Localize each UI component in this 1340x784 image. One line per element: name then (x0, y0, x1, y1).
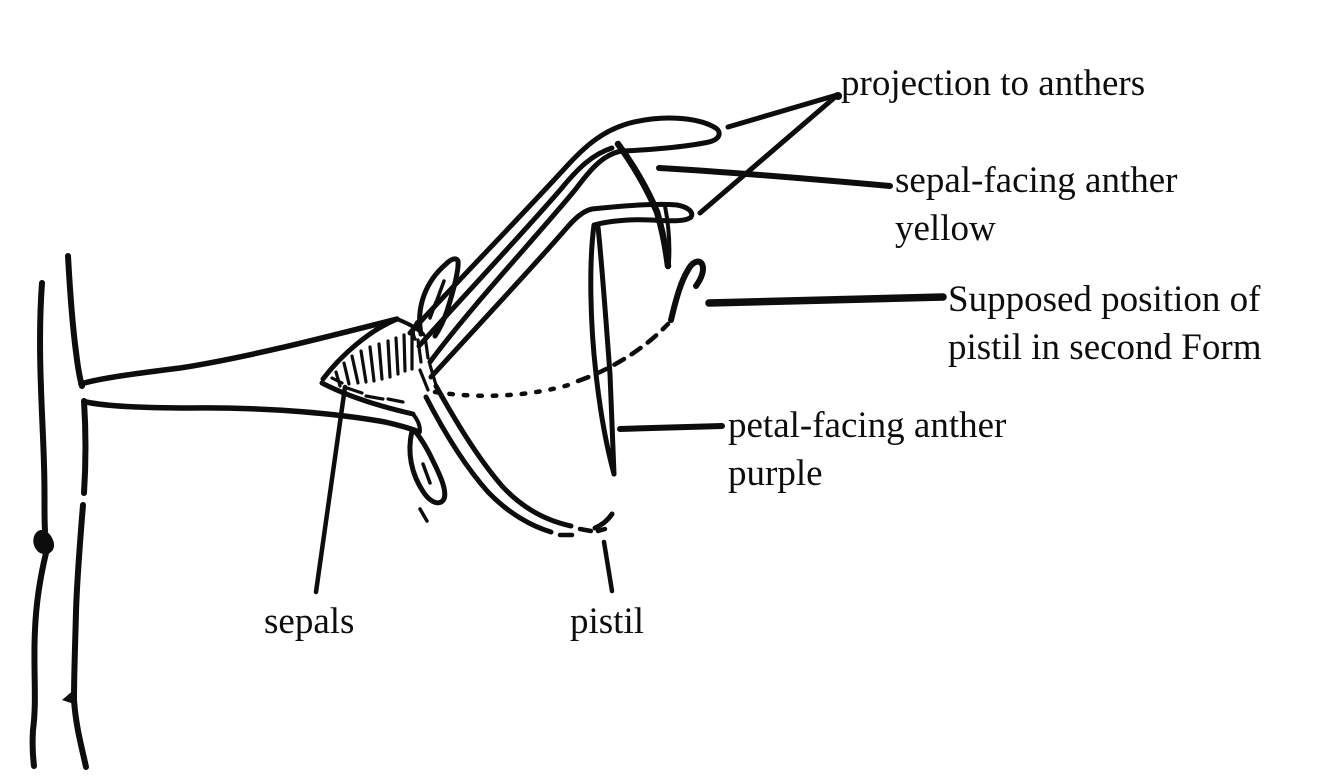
leader-pistil (601, 539, 615, 594)
pedicel-lower-line (83, 399, 422, 435)
pistil-second-form-dotted-arc (432, 381, 575, 399)
label-sepals: sepals (264, 601, 355, 642)
upper-hook-return-and-inner-wall (427, 124, 722, 365)
lower-bud (407, 427, 448, 506)
pistil-upper-line (433, 383, 574, 529)
stem-barb (62, 688, 77, 705)
leader-projection-upper (725, 92, 840, 130)
calyx-lower-edge (319, 380, 416, 417)
pistil-second-form (432, 258, 707, 399)
calyx-sepals (319, 316, 438, 433)
petal-anther-blade-right-edge (595, 224, 617, 477)
label-petal-facing-anther-line1: petal-facing anther (728, 405, 1007, 446)
pedicel-upper-line (78, 316, 400, 387)
buds (407, 256, 461, 523)
leader-sepals (313, 384, 348, 595)
stem-right-line-lower (71, 502, 89, 770)
label-petal-facing-anther-line2: purple (728, 453, 823, 494)
tube-outer-wall-and-upper-hook (407, 115, 717, 336)
label-supposed-position-line2: pistil in second Form (948, 327, 1262, 368)
stem-right-line-mid (81, 398, 89, 496)
pistil-tip-dashes (557, 526, 608, 538)
label-supposed-position: Supposed position of pistil in second Fo… (948, 276, 1261, 372)
stem-left-line (37, 280, 48, 534)
upper-bud-marks (411, 279, 446, 341)
pistil-tip-tick (592, 511, 615, 531)
leader-petal-facing (617, 423, 725, 432)
leader-projection-lower (697, 95, 837, 216)
pistil-second-form-hook-tip (668, 258, 707, 323)
label-pistil: pistil (570, 601, 645, 642)
petal-facing-anther (595, 224, 617, 477)
upper-bud (417, 256, 461, 339)
stem-knot (33, 530, 55, 555)
sepal-anther-blade (614, 140, 672, 270)
tube-right-wall-and-lower-hook (428, 201, 695, 477)
label-petal-facing-anther: petal-facing anther purple (728, 402, 1006, 498)
sepal-facing-anther (614, 140, 672, 270)
leader-projection-vertex (834, 92, 842, 100)
leader-lines (313, 92, 947, 595)
sepal-anther-edge (663, 204, 672, 264)
leader-supposed-position (705, 293, 947, 307)
label-sepal-facing-anther: sepal-facing anther yellow (895, 157, 1178, 253)
pistil-second-form-dashed-arc (575, 321, 671, 384)
stem-right-line-upper (65, 253, 85, 389)
leader-sepal-facing (656, 165, 893, 189)
pistil-curve (423, 383, 615, 538)
label-supposed-position-line1: Supposed position of (948, 279, 1261, 320)
calyx-upper-edge (320, 316, 400, 382)
pistil-lower-line (423, 394, 554, 535)
pedicel (78, 316, 422, 435)
stem-left-line-lower (29, 550, 49, 769)
label-projection-to-anthers: projection to anthers (841, 63, 1146, 104)
tube-second-line (416, 145, 615, 349)
label-sepal-facing-anther-line1: sepal-facing anther (895, 160, 1178, 201)
lower-bud-marks (418, 462, 432, 523)
calyx-hatching (330, 331, 438, 404)
label-sepal-facing-anther-line2: yellow (895, 208, 996, 249)
stem (29, 253, 89, 770)
corolla-tube (407, 115, 722, 477)
